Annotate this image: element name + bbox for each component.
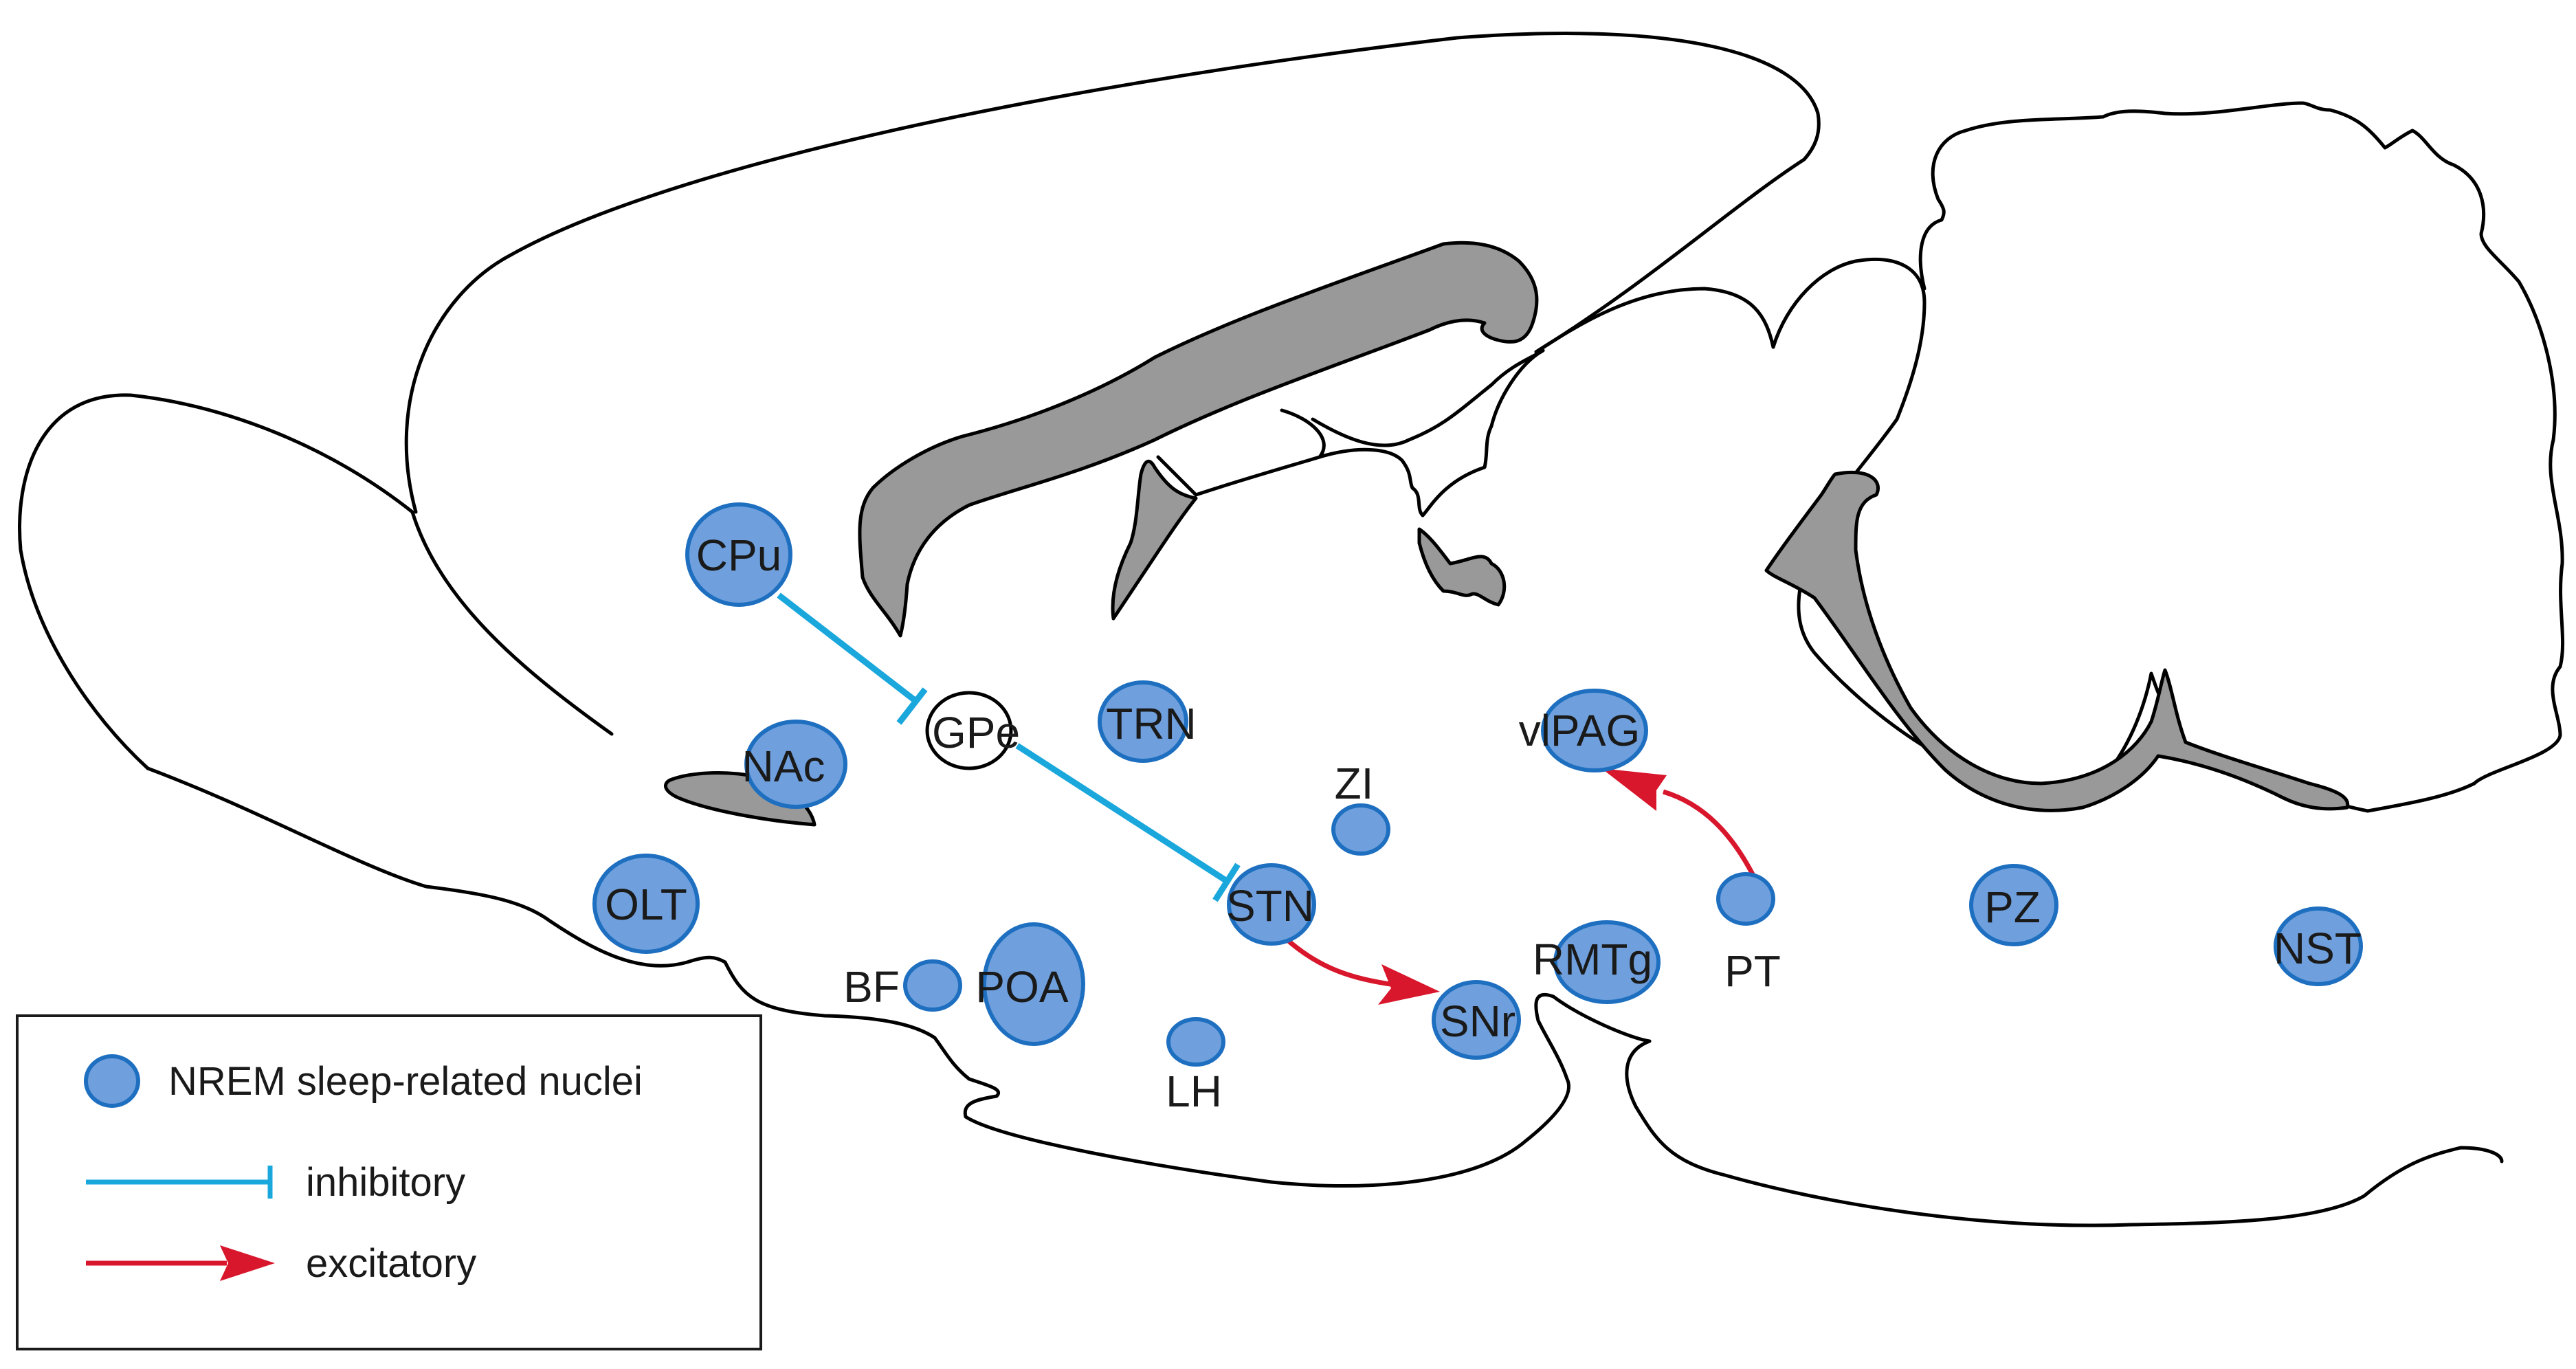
nucleus-snr [1432,980,1521,1060]
inhibitory-bar-gpe [896,687,928,725]
nucleus-gpe [925,691,1013,770]
excitatory-pt-to-vlpag [1662,789,1755,876]
nucleus-vlpag [1541,689,1648,772]
excitatory-arrowhead-snr [1378,964,1440,1005]
nucleus-rmtg [1553,920,1661,1004]
label-cpu: CPu [696,531,782,580]
nucleus-cpu [685,502,792,607]
label-zi: ZI [1335,759,1374,808]
nucleus-olt [592,854,700,954]
ventral-outline [146,766,1652,1188]
label-trn: TRN [1106,699,1197,748]
legend-inhibitory-label: inhibitory [306,1160,465,1205]
legend-nucleus-swatch [84,1054,140,1108]
legend-nucleus-label: NREM sleep-related nuclei [168,1059,643,1104]
label-bf: BF [843,962,900,1012]
tectum-outline [1534,287,1775,354]
thalamus-outline-4 [1421,348,1545,517]
aqueduct [1417,527,1507,607]
label-nac: NAc [742,742,825,791]
nucleus-pt [1716,872,1775,926]
label-olt: OLT [605,880,687,929]
nuclei: CPu NAc OLT GPe TRN ZI STN BF POA LH SNr… [592,502,2363,1116]
fourth-ventricle [1764,470,2350,812]
pathways [777,592,1755,1005]
nucleus-nac [744,720,847,809]
thalamus-outline-3 [1318,447,1425,517]
third-ventricle [1111,459,1198,621]
label-nst: NST [2274,924,2362,973]
nucleus-zi [1331,803,1390,856]
label-stn: STN [1226,881,1314,931]
olfactory-bulb-outline [18,393,614,770]
label-lh: LH [1166,1067,1222,1116]
legend-excitatory-label: excitatory [306,1241,476,1286]
cortex-outline [404,32,1821,514]
excitatory-stn-to-snr [1283,936,1396,988]
label-vlpag: vlPAG [1519,706,1641,755]
inhibitory-gpe-to-stn [1015,743,1229,884]
nucleus-pz [1969,864,2058,946]
label-pz: PZ [1984,882,2041,932]
nucleus-lh [1166,1017,1225,1067]
nucleus-nst [2274,906,2363,986]
thalamus-outline-2 [1311,348,1545,447]
ventricles [664,241,2350,827]
label-poa: POA [975,962,1068,1012]
nucleus-bf [903,959,962,1012]
nucleus-stn [1227,863,1316,946]
inhibitory-cpu-to-gpe [777,592,920,705]
label-gpe: GPe [932,708,1020,757]
label-rmtg: RMTg [1533,935,1652,984]
legend: NREM sleep-related nuclei inhibitory exc… [16,1014,762,1350]
thalamus-outline [1156,408,1326,497]
excitatory-arrowhead-vlpag [1601,768,1667,811]
brainstem-ventral-outline [1625,1039,2504,1227]
nucleus-trn [1098,680,1188,763]
legend-excitatory-arrowhead [220,1245,275,1281]
label-snr: SNr [1440,997,1515,1046]
label-pt: PT [1724,946,1781,996]
lateral-ventricle [858,241,1539,638]
nucleus-poa [982,922,1085,1046]
inhibitory-bar-stn [1212,862,1241,902]
